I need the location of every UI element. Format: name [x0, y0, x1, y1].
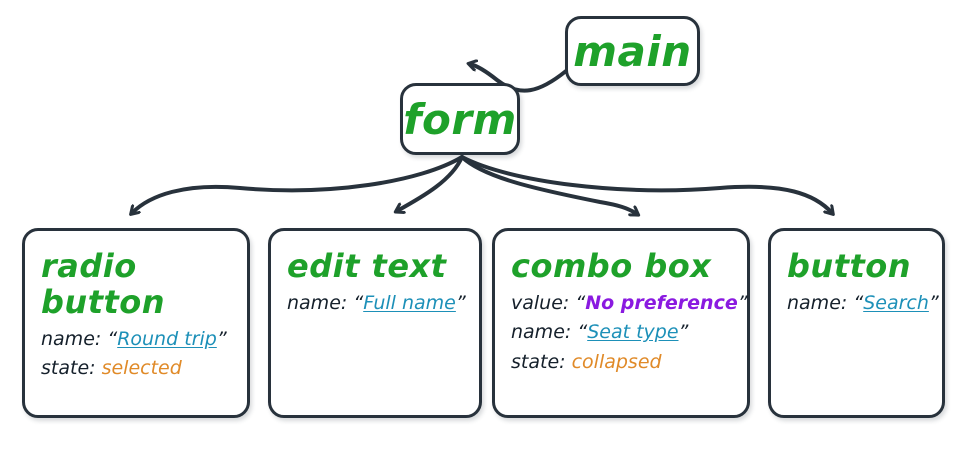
prop-key: name: [787, 291, 848, 314]
prop-row: name: “Full name” [287, 289, 466, 318]
prop-row: value: “No preference” [511, 289, 748, 318]
node-edit-text[interactable]: edit text name: “Full name” [268, 228, 482, 418]
prop-value: Full name [363, 291, 456, 314]
quote-close: ” [216, 327, 227, 350]
node-button[interactable]: button name: “Search” [768, 228, 945, 418]
edge-form-to-radio-button [132, 155, 464, 213]
prop-value: selected [101, 357, 182, 380]
prop-value: Seat type [587, 321, 679, 344]
prop-key: name: [41, 327, 102, 350]
prop-row: state: collapsed [511, 348, 731, 377]
quote-close: ” [678, 321, 689, 344]
edge-form-to-combo-box [460, 155, 637, 214]
quote-open: “ [575, 291, 586, 314]
node-main[interactable]: main [565, 16, 700, 86]
edge-form-to-button [460, 155, 832, 213]
node-radio-button[interactable]: radio button name: “Round trip” state: s… [22, 228, 250, 418]
prop-value: collapsed [571, 350, 662, 373]
prop-key: value: [511, 291, 570, 314]
prop-row: name: “Search” [787, 289, 939, 318]
quote-open: “ [853, 291, 864, 314]
node-button-title: button [787, 247, 912, 285]
node-radio-button-title: radio button [41, 247, 166, 321]
node-form-label: form [403, 94, 517, 144]
prop-value: Round trip [117, 327, 217, 350]
quote-open: “ [577, 321, 588, 344]
edge-form-to-edit-text [397, 155, 464, 211]
node-form[interactable]: form [400, 83, 520, 155]
node-combo-box-title: combo box [511, 247, 712, 285]
quote-open: “ [107, 327, 118, 350]
quote-close: ” [455, 291, 466, 314]
prop-value: Search [863, 291, 929, 314]
prop-key: name: [511, 321, 572, 344]
prop-row: name: “Round trip” [41, 325, 231, 354]
prop-key: name: [287, 291, 348, 314]
node-edit-text-title: edit text [287, 247, 447, 285]
prop-value: No preference [585, 291, 738, 314]
quote-open: “ [353, 291, 364, 314]
prop-row: state: selected [41, 354, 231, 383]
quote-close: ” [737, 291, 748, 314]
node-combo-box[interactable]: combo box value: “No preference” name: “… [492, 228, 750, 418]
quote-close: ” [928, 291, 939, 314]
prop-row: name: “Seat type” [511, 318, 731, 347]
prop-key: state: [511, 350, 566, 373]
prop-key: state: [41, 357, 96, 380]
node-main-label: main [573, 26, 692, 76]
